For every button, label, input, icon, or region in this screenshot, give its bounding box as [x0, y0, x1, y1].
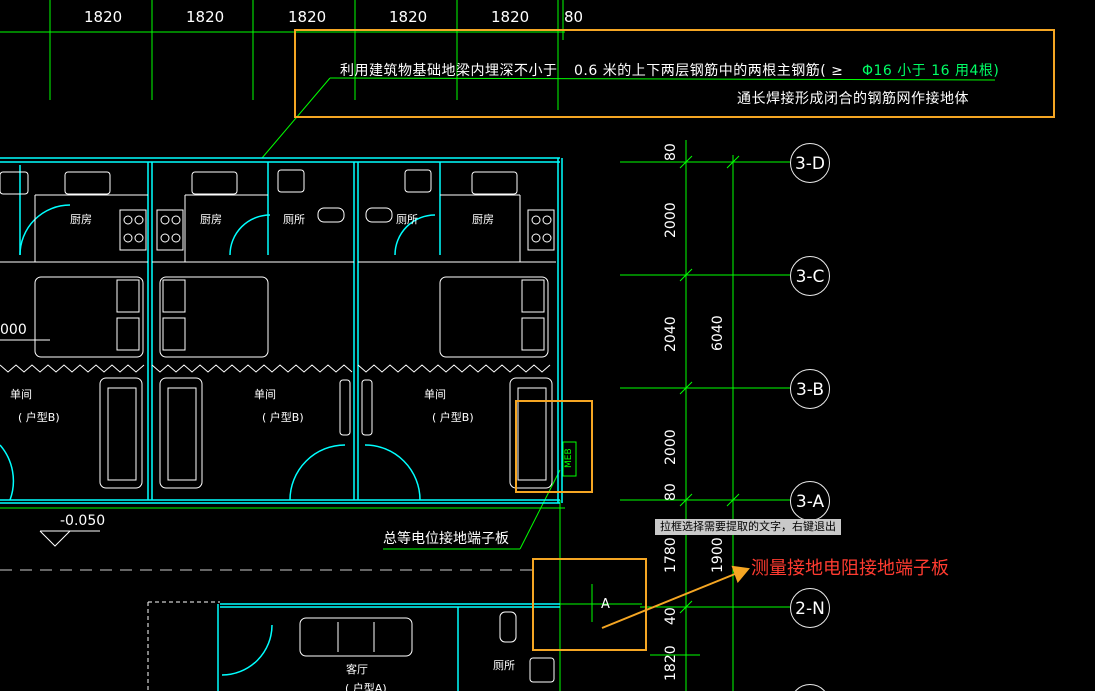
left-cut-dim: 000 [0, 322, 27, 338]
top-dim-2: 1820 [186, 8, 225, 26]
room-type-b-3: ( 户型B) [432, 411, 474, 424]
highlight-terminal-box [532, 558, 647, 651]
right-dim-2000-top: 2000 [663, 202, 679, 238]
dim-1900: 1900 [710, 537, 726, 573]
top-dim-6: 80 [564, 8, 584, 26]
room-toilet-2: 厕所 [396, 213, 418, 226]
note-line-1a: 利用建筑物基础地梁内埋深不小于 [340, 63, 558, 79]
axis-bubble-3a: 3-A [790, 481, 830, 521]
terminal-label: 总等电位接地端子板 [383, 531, 509, 547]
top-dim-3: 1820 [288, 8, 327, 26]
total-dim-6040: 6040 [710, 315, 726, 351]
room-toilet-3: 厕所 [493, 659, 515, 672]
top-dim-4: 1820 [389, 8, 428, 26]
room-kitchen-3: 厨房 [472, 213, 494, 226]
room-single-2: 单间 [254, 388, 276, 401]
annotation-text: 测量接地电阻接地端子板 [751, 558, 949, 579]
right-dim-40: 40 [663, 607, 679, 625]
right-dim-2040: 2040 [663, 316, 679, 352]
right-dim-80-top: 80 [663, 143, 679, 161]
room-type-b-2: ( 户型B) [262, 411, 304, 424]
room-type-b-1: ( 户型B) [18, 411, 60, 424]
top-dim-1: 1820 [84, 8, 123, 26]
room-kitchen-2: 厨房 [200, 213, 222, 226]
axis-bubble-2n: 2-N [790, 588, 830, 628]
axis-bubble-3d: 3-D [790, 143, 830, 183]
right-dim-80-bottom: 80 [663, 483, 679, 501]
axis-bubble-3b: 3-B [790, 369, 830, 409]
room-kitchen-1: 厨房 [70, 213, 92, 226]
right-dim-2000-bottom: 2000 [663, 429, 679, 465]
room-living: 客厅 [346, 663, 368, 676]
note-line-1c: Φ16 小于 16 用4根) [862, 63, 1000, 79]
axis-bubble-3c: 3-C [790, 256, 830, 296]
room-single-1: 单间 [10, 388, 32, 401]
room-type-a: ( 户型A) [345, 682, 387, 691]
note-line-2: 通长焊接形成闭合的钢筋网作接地体 [737, 91, 969, 107]
note-line-1b: 0.6 米的上下两层钢筋中的两根主钢筋( ≥ [574, 63, 844, 79]
highlight-meb-box [515, 400, 593, 493]
level-marker: -0.050 [60, 513, 106, 529]
point-a-label: A [601, 597, 610, 612]
command-tooltip: 拉框选择需要提取的文字，右键退出 [655, 519, 841, 535]
right-dim-1780: 1780 [663, 537, 679, 573]
highlight-note-box [294, 29, 1055, 118]
room-toilet-1: 厕所 [283, 213, 305, 226]
top-dim-5: 1820 [491, 8, 530, 26]
right-dim-1820: 1820 [663, 645, 679, 681]
room-single-3: 单间 [424, 388, 446, 401]
